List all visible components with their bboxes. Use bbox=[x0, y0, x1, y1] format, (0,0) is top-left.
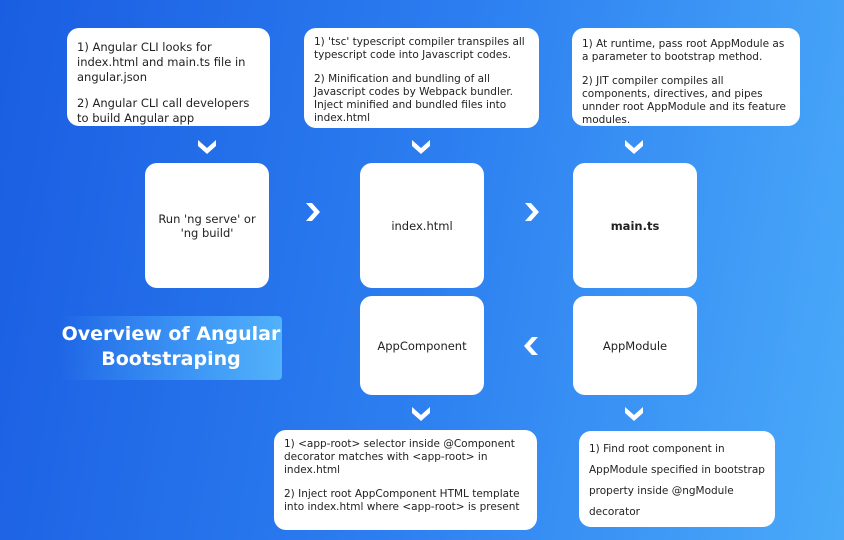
title-line: Overview of Angular bbox=[61, 323, 281, 345]
chevron-right-icon bbox=[525, 203, 539, 221]
step-app-module: AppModule bbox=[573, 296, 697, 395]
step-ng-serve: Run 'ng serve' or 'ng build' bbox=[145, 163, 269, 288]
note-text: 1) <app-root> selector inside @Component… bbox=[284, 438, 515, 476]
note-text: 1) Angular CLI looks for index.html and … bbox=[77, 40, 246, 84]
diagram-title: Overview of Angular Bootstraping bbox=[60, 316, 282, 380]
step-index-html: index.html bbox=[360, 163, 484, 288]
note-typescript: 1) 'tsc' typescript compiler transpiles … bbox=[304, 28, 539, 128]
step-main-ts: main.ts bbox=[573, 163, 697, 288]
chevron-down-icon bbox=[198, 140, 216, 154]
note-angular-cli: 1) Angular CLI looks for index.html and … bbox=[67, 28, 270, 126]
chevron-right-icon bbox=[306, 203, 320, 221]
chevron-down-icon bbox=[625, 407, 643, 421]
chevron-down-icon bbox=[412, 407, 430, 421]
step-label: AppModule bbox=[602, 338, 668, 353]
step-label: main.ts bbox=[610, 218, 660, 233]
title-line: Bootstraping bbox=[101, 348, 241, 370]
note-root-component: 1) Find root component in AppModule spec… bbox=[579, 431, 775, 527]
note-text: 2) Minification and bundling of all Java… bbox=[314, 73, 514, 124]
step-app-component: AppComponent bbox=[360, 296, 484, 395]
note-text: 1) 'tsc' typescript compiler transpiles … bbox=[314, 36, 525, 61]
note-runtime: 1) At runtime, pass root AppModule as a … bbox=[572, 28, 800, 126]
step-label: index.html bbox=[391, 218, 453, 233]
chevron-down-icon bbox=[625, 140, 643, 154]
step-label: Run 'ng serve' or 'ng build' bbox=[158, 211, 256, 240]
chevron-up-icon bbox=[625, 272, 643, 286]
note-text: 2) Inject root AppComponent HTML templat… bbox=[284, 488, 520, 513]
note-text: 2) JIT compiler compiles all components,… bbox=[582, 75, 787, 126]
note-text: 1) At runtime, pass root AppModule as a … bbox=[582, 38, 785, 63]
step-label: AppComponent bbox=[377, 338, 467, 353]
note-text: 1) Find root component in AppModule spec… bbox=[589, 443, 765, 518]
note-text: 2) Angular CLI call developers to build … bbox=[77, 96, 250, 125]
chevron-down-icon bbox=[412, 140, 430, 154]
chevron-left-icon bbox=[524, 337, 538, 355]
note-app-root: 1) <app-root> selector inside @Component… bbox=[274, 430, 537, 530]
